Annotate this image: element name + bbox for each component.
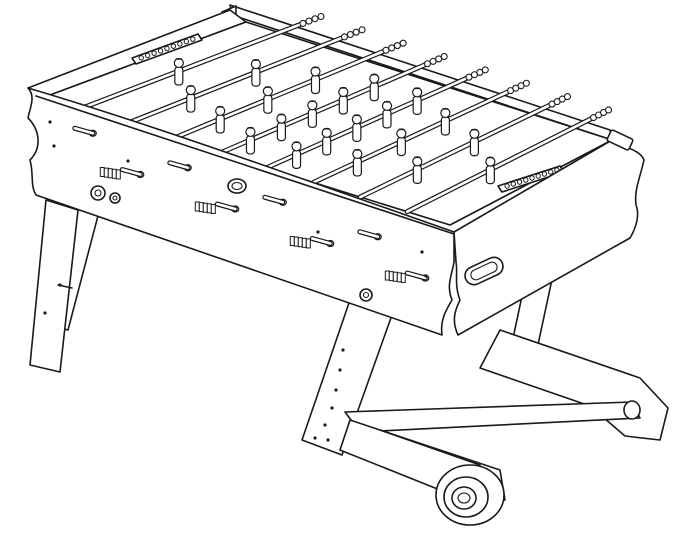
rod-far-end	[506, 79, 530, 95]
handle-1	[72, 125, 97, 137]
player-figure	[396, 128, 407, 157]
left-front-leg	[29, 199, 79, 373]
player-figure	[245, 126, 256, 155]
handle-7	[357, 229, 382, 241]
handle-2	[99, 167, 145, 180]
handle-grip	[289, 236, 311, 249]
handle-6	[289, 236, 335, 249]
player-figure	[440, 107, 451, 136]
goal-opening	[464, 256, 504, 286]
handle-3	[167, 160, 192, 172]
rod-2	[123, 26, 366, 127]
player-figure	[412, 156, 423, 184]
rod-far-end	[465, 66, 489, 81]
rod-6	[310, 79, 530, 185]
handle-5	[262, 194, 287, 206]
player-figure	[276, 113, 287, 142]
player-figure	[185, 84, 196, 113]
ball-return-knob	[90, 185, 121, 204]
rod-8	[404, 106, 613, 215]
handle-grip	[384, 270, 406, 283]
rod-4	[216, 52, 448, 156]
player-figure	[469, 128, 480, 157]
handles-layer	[72, 125, 430, 283]
wheel-cradle	[339, 329, 669, 526]
panel-knob-right	[359, 288, 373, 302]
score-counter-back	[131, 33, 203, 65]
rod-far-end	[548, 93, 571, 108]
wheel	[435, 464, 505, 526]
player-figure	[215, 105, 226, 134]
player-figure	[381, 100, 393, 129]
player-figure	[351, 114, 362, 142]
player-figure	[485, 156, 496, 185]
right-end-panel	[453, 139, 645, 336]
rod-far-end	[382, 39, 407, 54]
player-figure	[310, 66, 321, 95]
player-figure	[307, 100, 318, 128]
player-figure	[291, 141, 302, 169]
handle-4	[194, 201, 240, 214]
rod-1	[76, 12, 325, 112]
player-figure	[173, 57, 184, 86]
ball-ring	[227, 178, 247, 194]
player-figure	[250, 59, 261, 87]
rod-far-end	[589, 106, 613, 122]
player-figure	[352, 148, 363, 177]
rod-far-end	[423, 52, 448, 68]
rod-5	[263, 66, 489, 171]
handle-grip	[99, 167, 121, 180]
rod-7	[357, 93, 571, 200]
player-figure	[369, 73, 380, 102]
panel-screws	[48, 120, 428, 278]
player-figure	[262, 86, 273, 114]
handle-grip	[194, 201, 216, 214]
rod-3	[170, 39, 407, 142]
end-panel-cap	[606, 129, 634, 151]
player-figure	[412, 87, 423, 115]
rods-layer	[76, 12, 613, 215]
cradle-crossbar	[344, 401, 641, 433]
rod-far-end	[340, 26, 366, 41]
player-figure	[338, 86, 349, 115]
player-figure	[321, 127, 332, 156]
near-side-panel	[27, 87, 455, 336]
rod-far-end	[299, 12, 325, 27]
